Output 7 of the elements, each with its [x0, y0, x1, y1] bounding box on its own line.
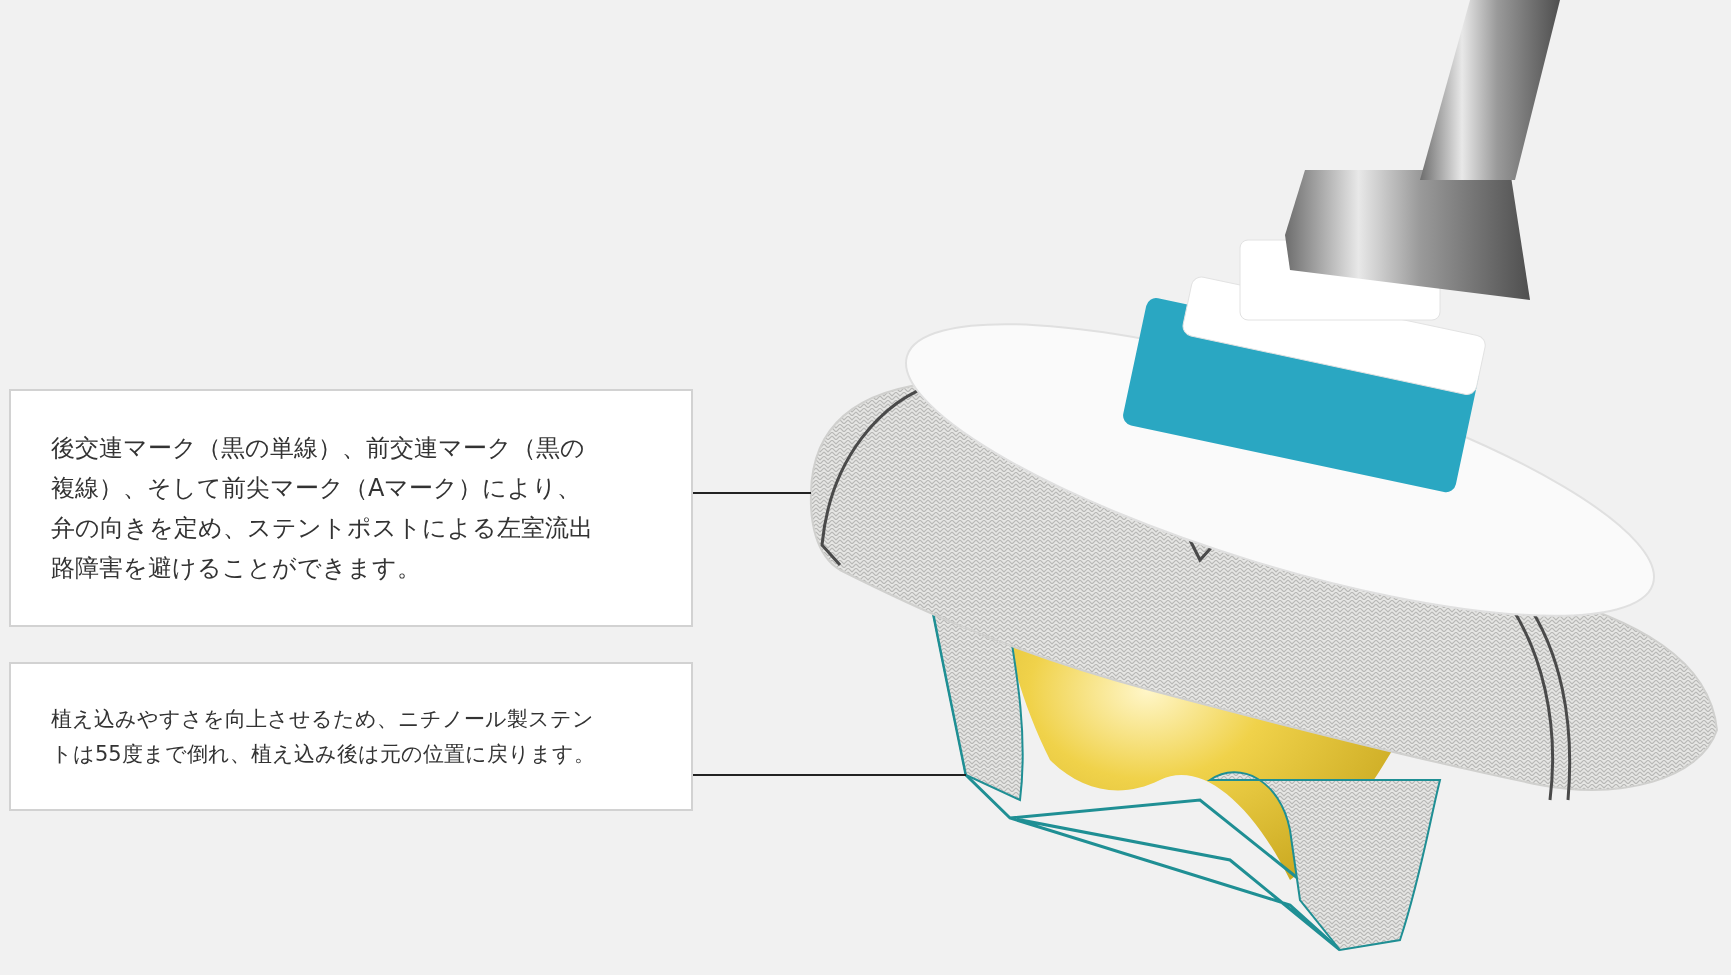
callout-text: 後交連マーク（黒の単線）、前交連マーク（黒の複線）、そして前尖マーク（Aマーク）により、弁の向きを定め、ステントポストによる左室流出路障害を避けることができます。 [51, 433, 594, 584]
leader-line [692, 492, 812, 494]
callout-text: 植え込みやすさを向上させるため、ニチノール製ステントは55度まで倒れ、植え込み後は元の位置に戻ります。 [51, 705, 596, 768]
heart-valve-drawing [809, 0, 1718, 952]
callout-box [9, 389, 693, 627]
callout-box [9, 662, 693, 811]
leader-line [692, 774, 967, 776]
